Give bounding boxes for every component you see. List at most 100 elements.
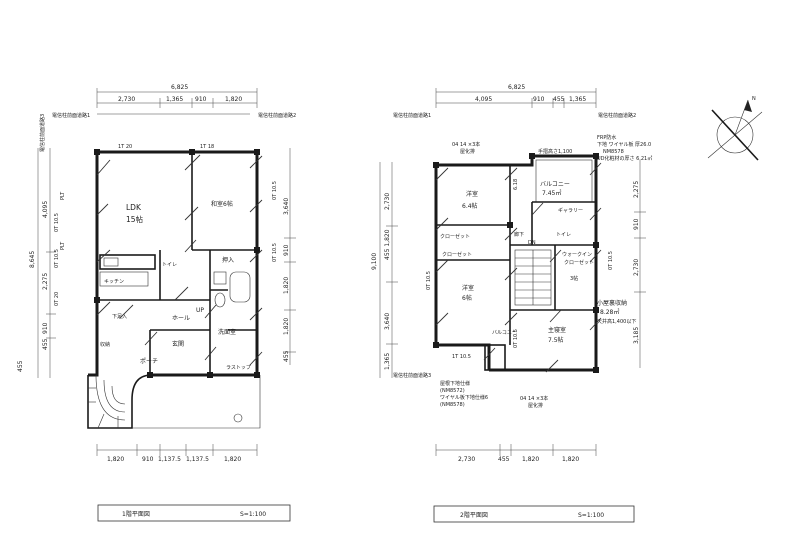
floor1-room-toilet: トイレ [162, 262, 177, 268]
floor2-dim-right-4: 3,185 [633, 327, 640, 344]
floor2-room-closet1: クローゼット [440, 233, 470, 240]
floor2-spec-3: NM8578 [603, 149, 624, 155]
floor1-beam-left-2: 0T 10.5 [54, 249, 60, 268]
floor2-roof-note-3: ワイヤル板下地仕様6 [440, 394, 488, 401]
floor2-plan: 6,825 4,095 910 455 1,365 電信柱前面道路1 電信柱前面… [371, 84, 652, 523]
floor1-dim-top-3: 910 [195, 96, 207, 103]
floor1-dim-left-2: 2,275 [42, 273, 49, 290]
floor1-room-hall: ホール [172, 315, 190, 322]
floor2-dim-left-total: 9,100 [371, 253, 378, 270]
floor2-room-balcony: バルコニー [540, 181, 570, 188]
floor1-room-entrance: 玄関 [172, 340, 184, 348]
floor1-dim-right-3: 1,820 [283, 277, 290, 294]
floor1-beam-left-3: 0T 20 [54, 292, 60, 306]
floor1-dim-left-4: 455 [42, 338, 49, 350]
floor2-note-top-1: 04 14 ×3本 [452, 141, 480, 148]
floor2-dim-left-4: 3,640 [384, 313, 391, 330]
floor2-note-bottom-2: 屋化排 [528, 402, 543, 409]
floor1-room-kitchen: キッチン [104, 279, 124, 285]
floor2-loft-title: 小屋裏収納 [597, 299, 627, 307]
floor1-plt: PLT [60, 191, 66, 200]
floor2-dim-bottom-2: 455 [498, 456, 510, 463]
floor2-dim-left-5: 1,365 [384, 353, 391, 370]
floor2-room-toilet: トイレ [556, 232, 571, 238]
floor1-dim-left-6: 455 [17, 360, 24, 372]
floor2-room-master-size: 7.5帖 [548, 336, 564, 344]
floor1-room-ldk: LDK [126, 203, 142, 212]
floor1-room-wash: 洗面室 [218, 328, 236, 336]
floor2-room-youshitsu1: 洋室 [466, 190, 478, 198]
floor1-dim-right-4: 1,820 [283, 318, 290, 335]
floor1-dim-bottom-1: 1,820 [107, 456, 124, 463]
floor1-boundary-a: 電信柱前面道路1 [52, 112, 90, 119]
floor2-rail-note: 手摺高さ1,100 [538, 148, 572, 155]
floor1-boundary-c: 電信柱前面道路3 [39, 114, 46, 152]
floor2-dim-mid: 6.18 [513, 179, 519, 190]
floor1-beam-right: 0T 10.5 [272, 181, 278, 200]
floor2-room-master: 主寝室 [548, 326, 566, 334]
floor1-dim-bottom-2: 910 [142, 456, 154, 463]
floor1-beam-top-left: 1T 20 [118, 144, 132, 150]
floor2-room-wic2: クローゼット [564, 259, 594, 266]
floor2-room-youshitsu2: 洋室 [462, 284, 474, 292]
floor2-room-gallery: ギャラリー [558, 208, 583, 214]
floor1-dim-right-5: 455 [283, 350, 290, 362]
north-arrow-icon: N [707, 96, 763, 161]
floor1-plan: 6,825 2,730 1,365 910 1,820 電信柱前面道路1 電信柱… [17, 84, 296, 522]
floor2-loft-height: 天井高1,400以下 [597, 318, 636, 325]
floor2-room-youshitsu1-size: 6.4帖 [462, 202, 478, 210]
floor1-room-closet: 押入 [222, 256, 234, 264]
floor2-roof-note-1: 屋根下地仕様 [440, 380, 470, 387]
compass-label: N [752, 96, 756, 102]
floor1-room-storage: 下足入 [112, 314, 127, 320]
floor2-boundary-c: 電信柱前面道路3 [393, 372, 431, 379]
floor1-plt-2: PLT [60, 241, 66, 250]
floor1-beam-top-right: 1T 18 [200, 144, 214, 150]
floor2-dim-top-2: 910 [533, 96, 545, 103]
floor1-boundary-b: 電信柱前面道路2 [258, 112, 296, 119]
floor1-dim-left-1: 4,095 [42, 201, 49, 218]
floor2-beam-bottom: 1T 10.5 [452, 354, 471, 360]
floor2-dim-left-1: 2,730 [384, 193, 391, 210]
floor1-scale: S=1:100 [240, 511, 266, 518]
floor1-dim-top-4: 1,820 [225, 96, 242, 103]
floor1-dim-bottom-4: 1,137.5 [186, 456, 209, 463]
floor2-room-wic-size: 3帖 [570, 275, 578, 282]
floor2-beam-right: 0T 10.5 [608, 251, 614, 270]
floor2-dim-right-3: 2,730 [633, 259, 640, 276]
floor2-room-closet2: クローゼット [442, 251, 472, 258]
floor2-room-hall: 廊下 [514, 231, 524, 238]
floor2-dim-left-alt: 455 1,820 [384, 229, 391, 260]
floor2-boundary-a: 電信柱前面道路1 [393, 112, 431, 119]
floor2-title-block [433, 505, 635, 523]
floor2-note-bottom-1: 04 14 ×3本 [520, 395, 548, 402]
floor1-beam-left-1: 0T 10.5 [54, 213, 60, 232]
floor1-room-porch: ポーチ [140, 357, 158, 365]
floor1-beam-right-2: 0T 10.5 [272, 243, 278, 262]
floor1-title-block [97, 504, 291, 522]
floor2-dim-bottom-4: 1,820 [562, 456, 579, 463]
floor1-room-utility: ラストップ [226, 365, 251, 371]
floor2-spec-4: UD化粧材の厚さ 6.21㎡ [597, 155, 652, 162]
floor1-dim-bottom-5: 1,820 [224, 456, 241, 463]
floor2-dim-bottom-1: 2,730 [458, 456, 475, 463]
floor2-scale: S=1:100 [578, 512, 604, 519]
floor1-dim-left-total: 8,645 [29, 251, 36, 268]
floor2-dim-top-total: 6,825 [508, 84, 525, 91]
floor2-dim-bottom-3: 1,820 [522, 456, 539, 463]
floor1-room-ldk-size: 15帖 [126, 214, 144, 224]
floor2-dim-top-1: 4,095 [475, 96, 492, 103]
floor1-dim-left-3: 910 [42, 322, 49, 334]
floor2-room-wic: ウォークイン [562, 251, 592, 258]
floor1-dim-top-2: 1,365 [166, 96, 183, 103]
floor1-room-washitsu: 和室6帖 [211, 200, 233, 208]
floor2-note-top-2: 屋化排 [460, 148, 475, 155]
floor2-dn-marker: DN [528, 240, 536, 246]
floor2-roof-note-4: (NM8578) [440, 402, 465, 408]
floor1-dim-bottom-3: 1,137.5 [158, 456, 181, 463]
floor2-roof-note-2: (NM8572) [440, 388, 465, 394]
floor2-dim-top-4: 1,365 [569, 96, 586, 103]
floor1-dim-top-total: 6,825 [171, 84, 188, 91]
